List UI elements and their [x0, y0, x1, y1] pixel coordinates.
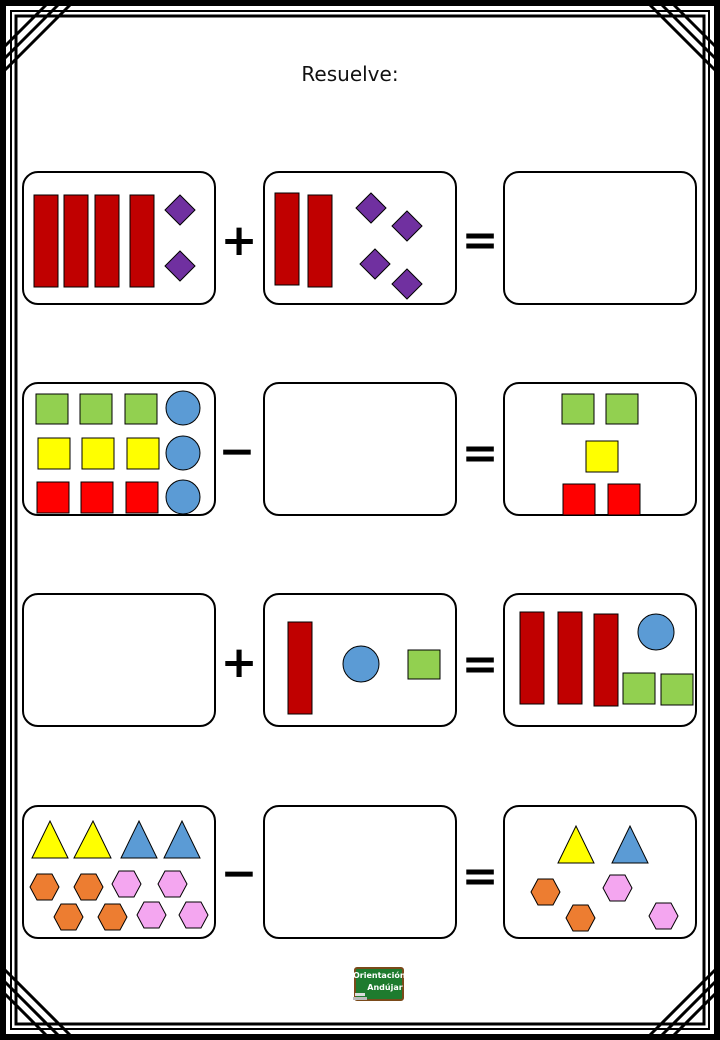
- green-square: [79, 393, 113, 425]
- orange-hexagon: [73, 873, 104, 901]
- blue-circle: [165, 390, 201, 426]
- red-bar: [287, 621, 313, 715]
- row1-result-blank[interactable]: [503, 171, 697, 305]
- purple-diamond: [164, 194, 196, 226]
- row2-middle-blank[interactable]: [263, 382, 457, 516]
- red-bar: [63, 194, 89, 288]
- purple-diamond: [164, 250, 196, 282]
- orange-hexagon: [530, 878, 561, 906]
- row3-left-blank[interactable]: [22, 593, 216, 727]
- pink-hexagon: [648, 902, 679, 930]
- equals-operator: =: [461, 851, 499, 902]
- row2-left-panel: [22, 382, 216, 516]
- logo-line2: Andújar: [367, 983, 403, 992]
- pink-hexagon: [602, 874, 633, 902]
- red-bar: [274, 192, 300, 286]
- pink-hexagon: [136, 901, 167, 929]
- page-title: Resuelve:: [301, 62, 399, 86]
- row1-middle-panel: [263, 171, 457, 305]
- green-square: [407, 649, 441, 680]
- yellow-triangle: [557, 824, 595, 864]
- pink-hexagon: [111, 870, 142, 898]
- orientacion-andujar-logo: Orientación Andújar: [353, 967, 406, 1003]
- pink-hexagon: [178, 901, 209, 929]
- green-square: [622, 672, 656, 705]
- purple-diamond: [359, 248, 391, 280]
- red-bar: [94, 194, 120, 288]
- yellow-square: [81, 437, 115, 470]
- orange-hexagon: [53, 903, 84, 931]
- red-square: [80, 481, 114, 514]
- yellow-triangle: [31, 819, 69, 859]
- row1-left-panel: [22, 171, 216, 305]
- red-bar: [557, 611, 583, 705]
- red-bar: [519, 611, 545, 705]
- row4-middle-blank[interactable]: [263, 805, 457, 939]
- row3-middle-panel: [263, 593, 457, 727]
- orange-hexagon: [97, 903, 128, 931]
- row3-result-panel: [503, 593, 697, 727]
- yellow-square: [37, 437, 71, 470]
- red-square: [607, 483, 641, 516]
- red-bar: [593, 613, 619, 707]
- red-square: [125, 481, 159, 514]
- green-square: [605, 393, 639, 425]
- blue-circle: [637, 613, 675, 651]
- blue-circle: [342, 645, 380, 683]
- purple-diamond: [391, 268, 423, 300]
- plus-operator: +: [220, 637, 258, 688]
- row2-result-panel: [503, 382, 697, 516]
- red-bar: [129, 194, 155, 288]
- orange-hexagon: [29, 873, 60, 901]
- yellow-triangle: [73, 819, 112, 859]
- blue-circle: [165, 479, 201, 515]
- equals-operator: =: [461, 215, 499, 266]
- row4-result-panel: [503, 805, 697, 939]
- purple-diamond: [355, 192, 387, 224]
- orange-hexagon: [565, 904, 596, 932]
- pink-hexagon: [157, 870, 188, 898]
- equals-operator: =: [461, 428, 499, 479]
- green-square: [660, 673, 694, 706]
- red-bar: [33, 194, 59, 288]
- equals-operator: =: [461, 639, 499, 690]
- blue-circle: [165, 435, 201, 471]
- green-square: [35, 393, 69, 425]
- red-square: [36, 481, 70, 514]
- logo-line1: Orientación: [353, 971, 406, 980]
- green-square: [124, 393, 158, 425]
- purple-diamond: [391, 210, 423, 242]
- yellow-square: [585, 440, 619, 473]
- red-bar: [307, 194, 333, 288]
- green-square: [561, 393, 595, 425]
- blue-triangle: [611, 824, 649, 864]
- blue-triangle: [163, 819, 201, 859]
- blue-triangle: [120, 819, 158, 859]
- red-square: [562, 483, 596, 516]
- row4-left-panel: [22, 805, 216, 939]
- plus-operator: +: [220, 215, 258, 266]
- yellow-square: [126, 437, 160, 470]
- minus-operator: −: [218, 426, 256, 477]
- minus-operator: −: [220, 848, 258, 899]
